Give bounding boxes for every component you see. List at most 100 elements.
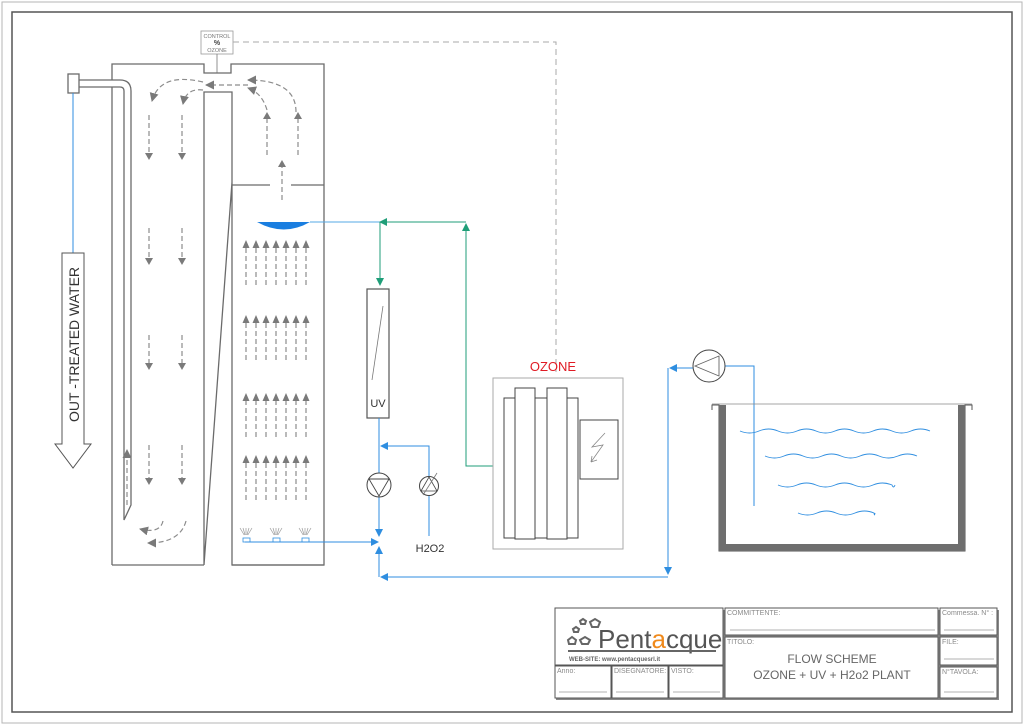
nozzle-spray [247,527,253,536]
nozzle-spray [272,527,276,536]
control-signal-line [233,41,557,372]
flow-arrows-downflow [145,115,186,485]
nozzle-spray [242,527,246,536]
down-flow-arrowhead [178,153,186,160]
up-flow-arrowhead [282,240,290,248]
outlet-arrow: OUT -TREATED WATER [54,252,92,469]
ozone-label: OZONE [530,359,577,374]
nozzle-spray [246,527,250,536]
down-flow-arrowhead [145,153,153,160]
nozzle-spray [276,527,280,536]
website-text: WEB-SITE: www.pentacquesrl.it [569,657,660,663]
sheet-inner-border [11,11,1013,713]
up-flow-arrowhead [263,112,271,119]
field-committente-label: COMMITTENTE: [727,610,780,617]
water-wave [764,453,918,459]
up-flow-arrowhead [252,455,260,463]
pool-tank [711,403,973,552]
up-flow-arrowhead [272,315,280,323]
up-flow-arrowhead [294,112,302,119]
ozone-diffuser-disc [257,222,310,230]
down-flow-arrowhead [178,478,186,485]
title-block: Pentacque WEB-SITE: www.pentacquesrl.it … [554,607,999,700]
nozzle-spray [269,527,275,536]
up-flow-arrowhead [252,240,260,248]
control-label-line1: CONTROL [204,34,231,40]
control-label-line3: OZONE [207,48,227,54]
nozzle [301,537,310,543]
injection-nozzles [239,527,312,543]
h2o2-dosing-pump: H2O2 [416,472,445,555]
pentacque-logo-icon [566,617,602,645]
up-flow-arrowhead [282,455,290,463]
field-commessa-label: Commessa. N° : [942,609,993,617]
up-flow-arrowhead [252,393,260,401]
up-flow-arrowhead [282,393,290,401]
water-wave [777,482,896,488]
uv-label: UV [370,398,386,410]
down-flow-arrowhead [145,258,153,265]
nozzle [272,537,281,543]
ozone-gas-lines [376,218,493,467]
contact-column-downflow [111,63,325,566]
flow-arrows-top-crossover [122,75,297,548]
uv-reactor: UV [366,288,390,419]
field-file-label: FILE: [942,639,959,646]
up-flow-arrowhead [252,315,260,323]
nozzle-spray [305,527,309,536]
up-flow-arrowhead [302,393,310,401]
up-flow-arrowhead [302,315,310,323]
field-visto-label: VISTO: [671,668,694,675]
ozone-generator: OZONE [492,359,624,550]
up-flow-arrowhead [242,455,250,463]
up-flow-arrowhead [292,240,300,248]
up-flow-arrowhead [262,455,270,463]
field-titolo-label: TITOLO: [727,639,754,646]
field-disegnatore-label: DISEGNATORE: [614,668,666,675]
up-flow-arrowhead [272,455,280,463]
up-flow-arrowhead [302,240,310,248]
up-flow-arrowhead [292,455,300,463]
up-flow-arrowhead [302,455,310,463]
up-flow-arrowhead [292,393,300,401]
nozzle-spray [301,527,305,536]
nozzle-spray [277,527,283,536]
ozone-control-box: CONTROL % OZONE [200,30,234,73]
recirculation-pump [366,472,392,498]
up-flow-arrowhead [242,315,250,323]
h2o2-label: H2O2 [416,543,445,555]
up-flow-arrowhead [292,315,300,323]
down-flow-arrowhead [145,478,153,485]
up-flow-arrowhead [282,315,290,323]
nozzle [242,537,251,543]
control-label-line2: % [214,40,221,47]
drawing-title-line1: FLOW SCHEME [787,652,876,666]
down-flow-arrowhead [178,363,186,370]
up-flow-arrowhead [262,393,270,401]
down-flow-arrowhead [145,363,153,370]
up-flow-arrowhead [278,160,286,167]
drawing-title-line2: OZONE + UV + H2o2 PLANT [753,668,911,682]
field-tavola-label: N°TAVOLA: [942,668,978,676]
logo-wordmark: Pentacque [598,624,722,654]
up-flow-arrowhead [272,240,280,248]
nozzle-spray [306,527,312,536]
nozzle-spray [239,527,245,536]
up-flow-arrowhead [262,240,270,248]
outlet-label: OUT -TREATED WATER [66,267,82,422]
up-flow-arrowhead [272,393,280,401]
water-recirculation-lines [375,364,755,581]
up-flow-arrowhead [242,240,250,248]
water-wave [739,428,931,434]
up-flow-arrowhead [242,393,250,401]
field-anno-label: Anno: [557,668,575,675]
up-flow-arrowhead [262,315,270,323]
water-wave [797,510,876,516]
outlet-pipe [67,73,132,521]
nozzle-spray [298,527,304,536]
pool-feed-pump [692,349,726,383]
water-waves [739,428,931,516]
down-flow-arrowhead [178,258,186,265]
